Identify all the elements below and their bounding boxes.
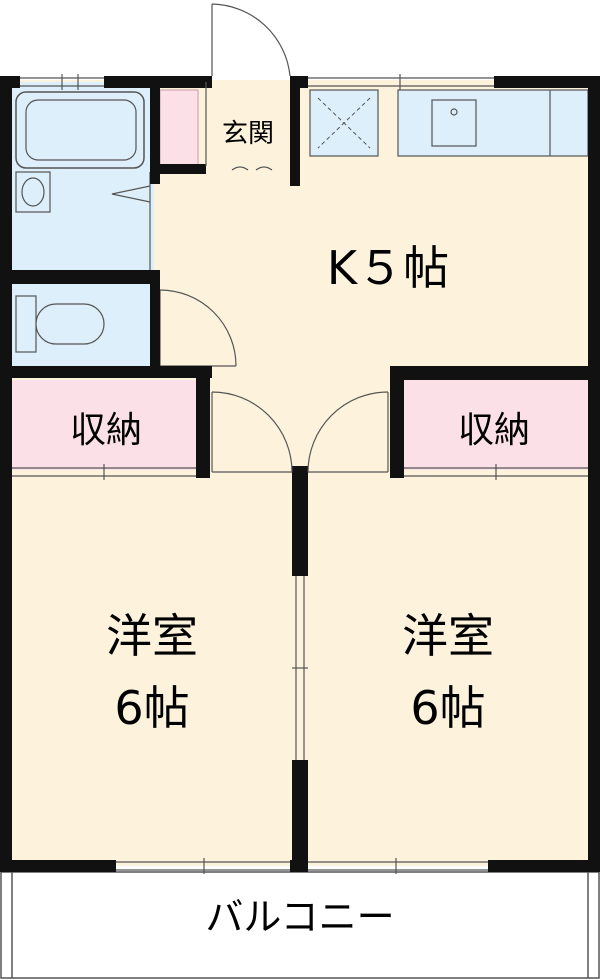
- toilet: [15, 295, 37, 353]
- kitchen-label: K５帖: [327, 241, 449, 295]
- east-room-size: 6帖: [410, 681, 485, 735]
- west-room-size: 6帖: [114, 681, 189, 735]
- kitchen-counter: [397, 89, 589, 157]
- balcony-label: バルコニー: [205, 895, 394, 939]
- storage-left-floor: [12, 380, 202, 470]
- shoe-cabinet: [159, 89, 199, 167]
- genkan-label: 玄関: [222, 119, 274, 149]
- west-room-name: 洋室: [106, 609, 198, 663]
- storage-right-label: 収納: [458, 410, 530, 451]
- storage-right-floor: [400, 380, 590, 470]
- bathtub: [15, 91, 145, 169]
- balcony-floor: [0, 868, 600, 980]
- storage-left-label: 収納: [70, 410, 142, 451]
- east-room-name: 洋室: [402, 609, 494, 663]
